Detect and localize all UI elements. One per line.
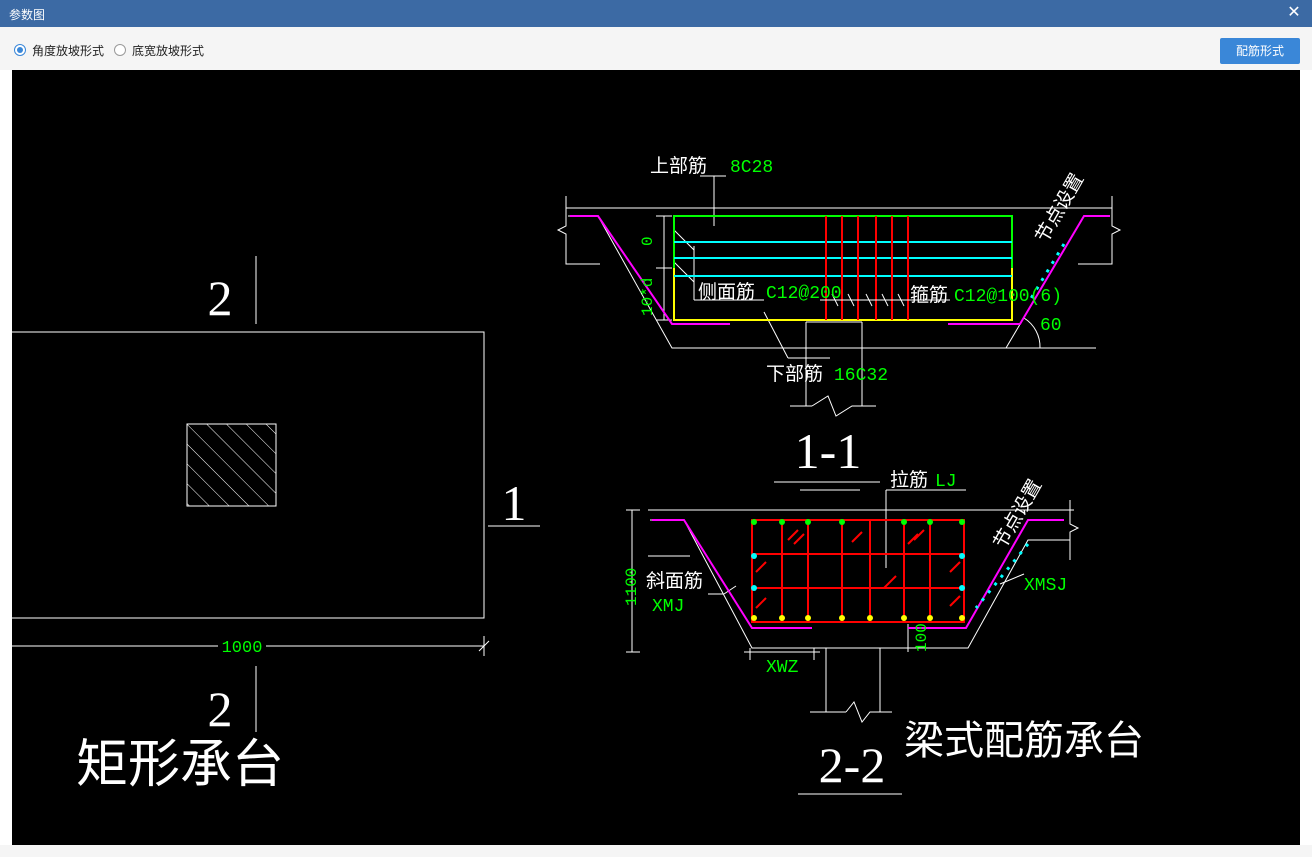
radio-width-label: 底宽放坡形式: [132, 43, 205, 58]
bottom-bar-label: 下部筋: [766, 363, 823, 385]
radio-checked-icon: [14, 44, 26, 56]
radio-width-slope[interactable]: 底宽放坡形式: [114, 42, 204, 58]
dim-zero: 0: [639, 236, 657, 246]
section-1-1-label: 1-1: [795, 423, 862, 479]
section-2-2: [626, 489, 1080, 795]
top-bar-value: 8C28: [730, 158, 773, 178]
radio-angle-slope[interactable]: 角度放坡形式: [14, 42, 104, 58]
xmsj-label: XMSJ: [1024, 576, 1067, 596]
window-bottom-frame: [0, 845, 1312, 857]
stirrup-label: 箍筋: [910, 284, 948, 306]
bottom-bar-value: 16C32: [834, 366, 888, 386]
close-icon[interactable]: ✕: [1287, 4, 1301, 21]
section-2-2-label: 2-2: [819, 737, 886, 793]
plan-view: [12, 256, 540, 732]
radio-angle-label: 角度放坡形式: [32, 43, 105, 58]
tie-bar-value: LJ: [935, 472, 957, 492]
cad-drawing: 2 1 2 1000 矩形承台: [12, 155, 1144, 795]
section-mark-right: 1: [502, 475, 527, 531]
window-title: 参数图: [9, 8, 46, 22]
section-1-1: [556, 175, 1122, 483]
rect-cap-title: 矩形承台: [76, 735, 284, 795]
xwz-label: XWZ: [766, 658, 799, 678]
top-bar-label: 上部筋: [650, 155, 707, 177]
column-hatch: [186, 423, 277, 507]
side-bar-label: 侧面筋: [698, 281, 755, 303]
pile-cap-outline: [12, 331, 485, 619]
node-setting-label-2: 节点设置: [989, 476, 1046, 553]
dim-10d: 10*d: [639, 278, 657, 316]
dim-slash: [478, 640, 490, 652]
stirrup-value: C12@100(6): [954, 287, 1062, 307]
title-bar: 参数图 ✕: [0, 0, 1312, 27]
drawing-canvas: 2 1 2 1000 矩形承台: [12, 70, 1300, 845]
section-mark-top: 2: [208, 270, 233, 326]
beam-cap-title: 梁式配筋承台: [904, 718, 1144, 764]
radio-unchecked-icon: [114, 44, 126, 56]
rebar-config-button[interactable]: 配筋形式: [1220, 38, 1300, 64]
slope-bar-label: 斜面筋: [646, 570, 703, 592]
toolbar: 角度放坡形式 底宽放坡形式 配筋形式: [0, 27, 1312, 70]
dim-1100: 1100: [623, 568, 641, 606]
slope-angle: 60: [1040, 316, 1062, 336]
slope-bar-value: XMJ: [652, 597, 684, 617]
tie-bar-label: 拉筋: [890, 469, 928, 491]
dim-width-label: 1000: [222, 639, 263, 658]
side-bar-value: C12@200: [766, 284, 842, 304]
dim-100: 100: [913, 623, 931, 652]
section-mark-bottom: 2: [208, 681, 233, 737]
